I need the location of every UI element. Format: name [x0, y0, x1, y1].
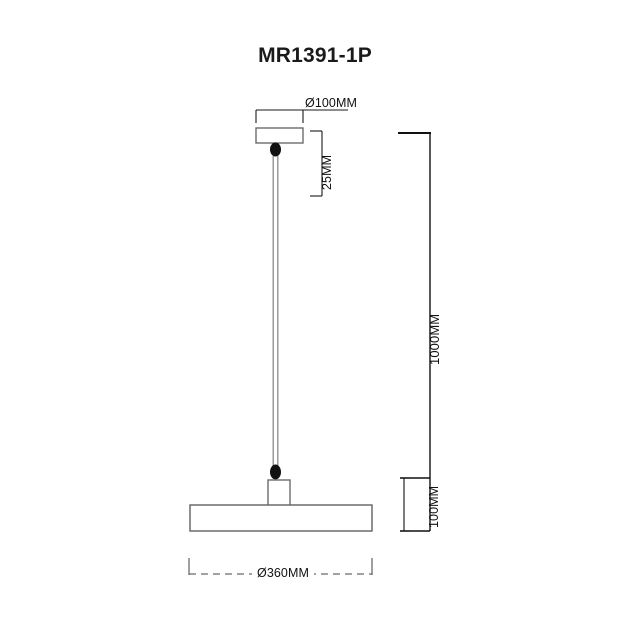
shade-diameter-label: Ø360MM: [252, 566, 315, 580]
shade-stem: [267, 479, 291, 507]
ceiling-canopy-plate: [255, 127, 304, 144]
shade-height-label: 100MM: [427, 485, 441, 528]
disc-shade: [189, 504, 373, 532]
canopy-height-dimension: [310, 130, 323, 197]
cord-grip-bottom: [270, 464, 281, 480]
canopy-height-label: 25MM: [320, 154, 334, 190]
total-drop-dimension: [398, 132, 431, 479]
shade-diameter-dimension: [188, 558, 373, 575]
canopy-diameter-label: Ø100MM: [305, 96, 358, 110]
shade-height-dimension: [400, 477, 431, 532]
page-title: MR1391-1P: [258, 44, 372, 67]
cord-grip-top: [270, 142, 281, 157]
total-drop-label: 1000MM: [427, 313, 442, 365]
canopy-diameter-dimension: [255, 109, 348, 123]
